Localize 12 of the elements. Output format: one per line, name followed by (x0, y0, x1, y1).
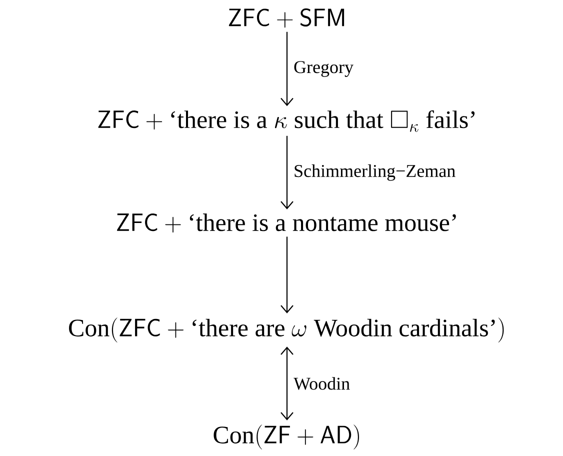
arrow (280, 236, 294, 314)
arrow (280, 32, 294, 106)
edge-label: Gregory (294, 61, 354, 77)
statement: $\mbox{Con}(\mathsf{ZF}+\mathsf{AD})$ (214, 424, 360, 450)
arrow (280, 136, 294, 210)
statement: $\mathsf{ZFC}+\mbox{‘there is a }\kappa\mbox{ such that }\Box_\kappa\mbox{ fails’}$ (98, 110, 475, 132)
statement: $\mathsf{ZFC}+\mathsf{SFM}$ (228, 8, 344, 28)
arrow (280, 346, 294, 420)
statement: $\mbox{Con}(\mathsf{ZFC}+\mbox{‘there are }\omega\mbox{ Woodin cardinals’})$ (69, 318, 504, 342)
edge-label: Woodin (294, 377, 350, 390)
edge-label: Schimmerling−Zeman (294, 164, 456, 181)
statement: $\mathsf{ZFC}+\mbox{‘there is a nontame mouse’}$ (117, 214, 456, 232)
